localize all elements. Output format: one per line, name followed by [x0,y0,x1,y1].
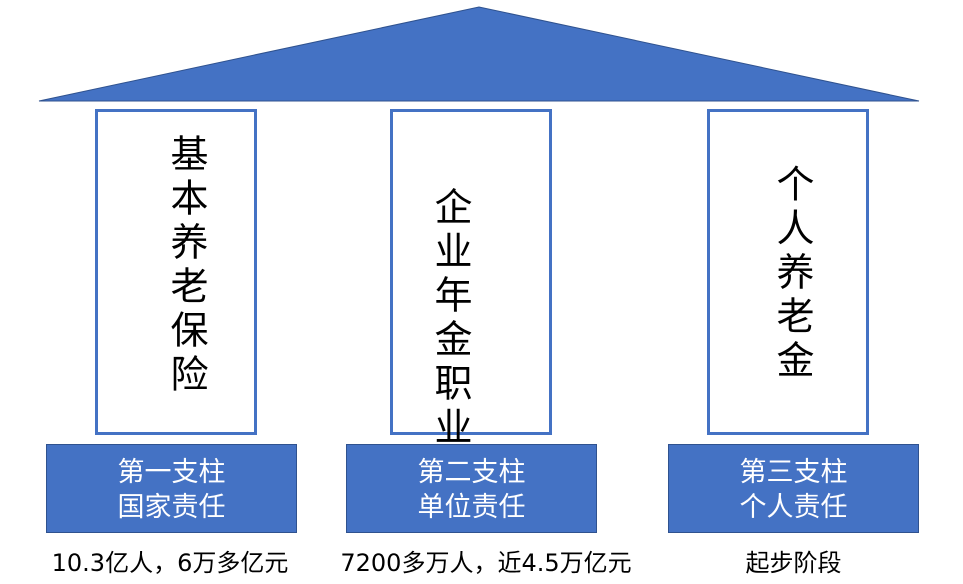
pillar-column-personal-pension: 个人养老金 [707,109,869,435]
pillar-column-basic-pension: 基本养老保险 [95,109,257,435]
pillar-column-label: 个人养老金 [770,164,814,384]
pillar-column-enterprise-annuity: 企业年金职业年金 [390,109,552,539]
pillar-base-responsibility: 国家责任 [117,492,226,523]
pillar-caption-first: 10.3亿人，6万多亿元 [51,549,289,577]
roof-triangle [38,6,920,102]
pillar-base-title: 第一支柱 [117,457,226,488]
pillar-base-title: 第三支柱 [739,457,848,488]
pillar-base-responsibility: 单位责任 [417,492,526,523]
pillar-base-title: 第二支柱 [417,457,526,488]
pillar-base-second: 第二支柱 单位责任 [346,444,597,533]
pillar-base-responsibility: 个人责任 [739,492,848,523]
pillar-column-label: 基本养老保险 [164,134,208,398]
pillar-base-first: 第一支柱 国家责任 [46,444,297,533]
roof [38,6,920,102]
pillar-caption-second: 7200多万人，近4.5万亿元 [340,549,632,577]
pillar-base-third: 第三支柱 个人责任 [668,444,919,533]
pillar-caption-third: 起步阶段 [745,549,842,577]
